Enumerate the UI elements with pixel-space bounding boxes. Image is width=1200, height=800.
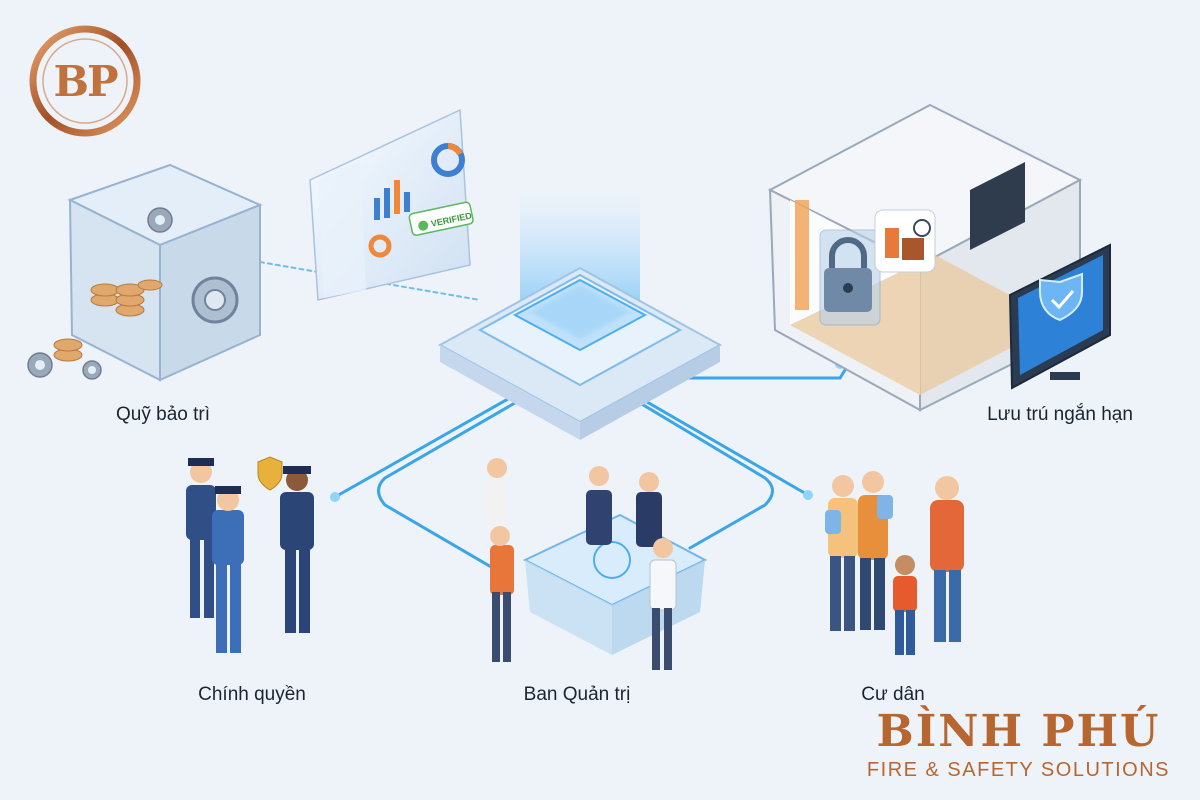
logo-ring-icon — [29, 25, 141, 137]
logo-text: BP — [53, 56, 118, 106]
central-hub-icon — [437, 266, 723, 440]
police-icon — [186, 456, 314, 653]
link-to-board-left — [377, 398, 522, 580]
label-luu-tru-ngan-han: Lưu trú ngắn hạn — [987, 404, 1133, 425]
link-to-board-right — [633, 398, 774, 550]
label-quy-bao-tri: Quỹ bảo trì — [116, 404, 210, 425]
monitor-shield-icon — [1008, 243, 1111, 390]
analytics-dashboard: VERIFIED — [309, 108, 474, 301]
brand-name: BÌNH PHÚ — [876, 706, 1161, 757]
brand-tagline: FIRE & SAFETY SOLUTIONS — [866, 759, 1170, 781]
link-to-residents — [633, 393, 810, 497]
label-chinh-quyen: Chính quyền — [198, 684, 306, 705]
safe-icon — [27, 163, 263, 382]
logo: BP — [26, 22, 144, 140]
label-ban-quan-tri: Ban Quản trị — [523, 684, 631, 705]
link-to-authority — [333, 393, 517, 499]
brand-block: BÌNH PHÚ FIRE & SAFETY SOLUTIONS — [867, 709, 1170, 782]
label-cu-dan: Cư dân — [861, 684, 925, 705]
meeting-icon — [484, 458, 708, 670]
apartment-icon — [767, 103, 1083, 412]
family-icon — [825, 471, 964, 655]
